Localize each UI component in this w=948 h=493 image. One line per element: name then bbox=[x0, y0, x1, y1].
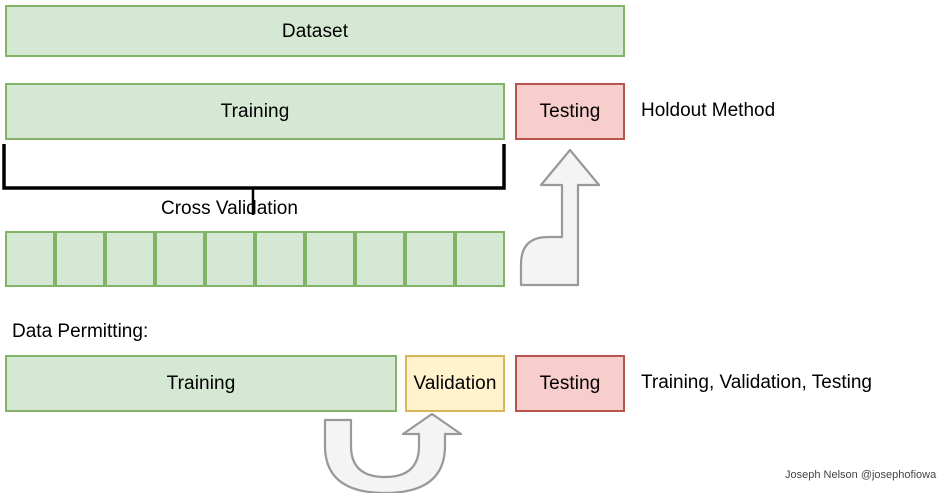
curved-up-arrow-icon bbox=[519, 148, 601, 287]
holdout-training-label: Training bbox=[220, 101, 290, 122]
cross-validation-fold bbox=[105, 231, 155, 287]
holdout-testing-box: Testing bbox=[515, 83, 625, 140]
dataset-box: Dataset bbox=[5, 5, 625, 57]
cross-validation-fold bbox=[405, 231, 455, 287]
cross-validation-fold bbox=[455, 231, 505, 287]
tvt-training-label: Training bbox=[166, 373, 236, 394]
cross-validation-fold bbox=[355, 231, 405, 287]
cross-validation-annotation: Cross Validation bbox=[161, 198, 298, 219]
cross-validation-fold bbox=[305, 231, 355, 287]
tvt-validation-box: Validation bbox=[405, 355, 505, 412]
credit-text: Joseph Nelson @josephofiowa bbox=[785, 469, 937, 481]
tvt-method-annotation: Training, Validation, Testing bbox=[641, 372, 872, 393]
cross-validation-folds bbox=[5, 231, 505, 287]
cross-validation-fold bbox=[205, 231, 255, 287]
tvt-testing-label: Testing bbox=[539, 373, 601, 394]
dataset-box-label: Dataset bbox=[281, 20, 349, 42]
holdout-training-box: Training bbox=[5, 83, 505, 140]
cross-validation-fold bbox=[155, 231, 205, 287]
holdout-method-annotation: Holdout Method bbox=[641, 100, 776, 121]
holdout-testing-label: Testing bbox=[539, 101, 601, 122]
cross-validation-fold bbox=[5, 231, 55, 287]
cross-validation-fold bbox=[55, 231, 105, 287]
cross-validation-fold bbox=[255, 231, 305, 287]
data-permitting-annotation: Data Permitting: bbox=[12, 321, 149, 342]
tvt-testing-box: Testing bbox=[515, 355, 625, 412]
u-turn-arrow-icon bbox=[323, 412, 463, 493]
tvt-training-box: Training bbox=[5, 355, 397, 412]
tvt-validation-label: Validation bbox=[413, 373, 497, 394]
